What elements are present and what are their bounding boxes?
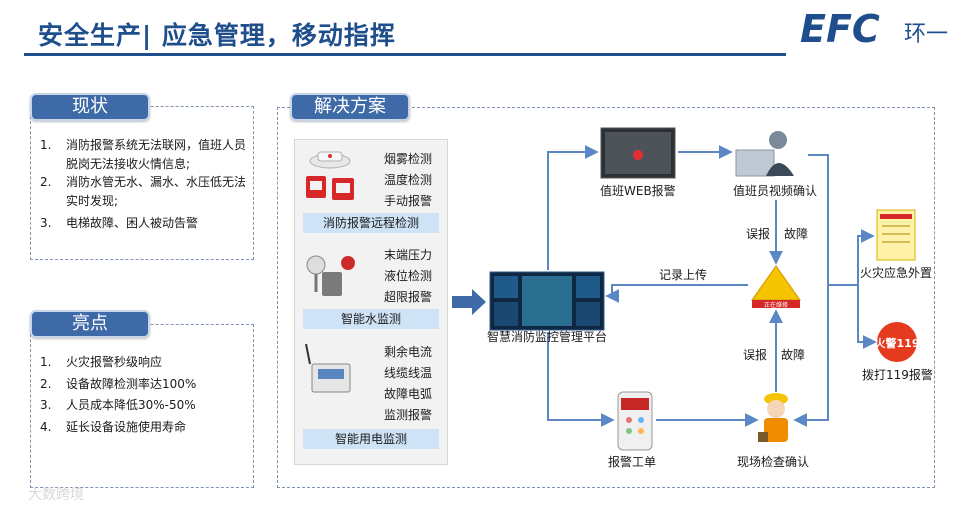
to-119-arrow bbox=[857, 285, 877, 349]
work-order-label: 报警工单 bbox=[608, 455, 657, 469]
false-alarm-top-label: 误报 bbox=[746, 227, 771, 241]
web-alarm-label: 值班WEB报警 bbox=[600, 184, 676, 198]
svg-text:正在维修: 正在维修 bbox=[764, 301, 788, 309]
power-monitor-label: 智能用电监测 bbox=[303, 429, 439, 449]
list-item: 3.电梯故障、困人被动告警 bbox=[40, 216, 199, 230]
call-119-label: 拨打119报警 bbox=[862, 368, 933, 382]
list-item: 4.延长设备设施使用寿命 bbox=[40, 419, 187, 434]
power-monitor-items: 剩余电流 线缆线温 故障电弧 监测报警 bbox=[384, 345, 433, 422]
watermark: 大数跨境 bbox=[28, 487, 84, 503]
smoke-detector-icon bbox=[309, 151, 351, 169]
highlights-heading: 亮点 bbox=[30, 310, 150, 338]
false-alarm-bottom-label: 误报 bbox=[743, 348, 768, 362]
platform-to-web-arrow bbox=[547, 145, 599, 270]
water-monitor-label: 智能水监测 bbox=[303, 309, 439, 329]
current-state-heading: 现状 bbox=[30, 93, 150, 121]
pressure-sensor-icon bbox=[306, 255, 355, 296]
power-monitor-device-icon bbox=[305, 343, 351, 393]
list-item: 2.消防水管无水、漏水、水压低无法实时发现; bbox=[40, 175, 247, 208]
video-confirm-label: 值班员视频确认 bbox=[733, 184, 818, 198]
site-worker-icon bbox=[758, 393, 788, 442]
list-item: 2.设备故障检测率达100% bbox=[40, 376, 197, 391]
page-title: 安全生产| 应急管理，移动指挥 bbox=[38, 21, 396, 50]
call-119-icon: 火警119 bbox=[875, 322, 920, 362]
officer-to-worker-arrow bbox=[793, 154, 829, 427]
record-upload-label: 记录上传 bbox=[659, 268, 708, 282]
efc-logo: EFC bbox=[800, 7, 880, 51]
manual-alarm-button-icon bbox=[306, 176, 354, 200]
title-underline bbox=[24, 53, 786, 56]
fault-bottom-label: 故障 bbox=[781, 348, 806, 362]
duty-officer-icon bbox=[735, 131, 794, 177]
list-item: 1.火灾报警秒级响应 bbox=[40, 355, 163, 369]
list-item: 3.人员成本降低30%-50% bbox=[40, 398, 196, 412]
highlights-list: 1.火灾报警秒级响应 2.设备故障检测率达100% 3.人员成本降低30%-50… bbox=[40, 352, 250, 438]
current-state-list: 1.消防报警系统无法联网，值班人员脱岗无法接收火情信息; 2.消防水管无水、漏水… bbox=[40, 136, 248, 233]
fire-plan-label: 火灾应急外置 bbox=[860, 266, 933, 280]
sign-to-platform-arrow bbox=[605, 284, 748, 303]
svg-text:火警119: 火警119 bbox=[875, 336, 920, 350]
panel-to-platform-arrow bbox=[452, 289, 486, 315]
under-repair-sign-icon: 正在维修 bbox=[751, 265, 801, 309]
logo-suffix: 环一 bbox=[904, 22, 949, 47]
water-monitor-items: 末端压力 液位检测 超限报警 bbox=[384, 248, 433, 304]
solution-box bbox=[277, 107, 935, 488]
fault-top-label: 故障 bbox=[784, 227, 809, 241]
mobile-work-order-icon bbox=[617, 391, 653, 451]
fire-detection-label: 消防报警远程检测 bbox=[303, 213, 439, 233]
logo-letters: EFC bbox=[800, 7, 880, 51]
site-check-label: 现场检查确认 bbox=[737, 455, 810, 469]
list-item: 1.消防报警系统无法联网，值班人员脱岗无法接收火情信息; bbox=[40, 138, 247, 171]
web-alarm-screen-icon bbox=[600, 127, 676, 179]
platform-dashboard-icon bbox=[489, 271, 605, 331]
solution-heading: 解决方案 bbox=[290, 93, 410, 121]
platform-to-order-arrow bbox=[547, 332, 615, 427]
fire-plan-poster-icon bbox=[876, 209, 916, 261]
fire-detection-items: 烟雾检测 温度检测 手动报警 bbox=[384, 152, 433, 208]
platform-label: 智慧消防监控管理平台 bbox=[487, 330, 608, 344]
to-fire-plan-arrow bbox=[828, 229, 875, 286]
